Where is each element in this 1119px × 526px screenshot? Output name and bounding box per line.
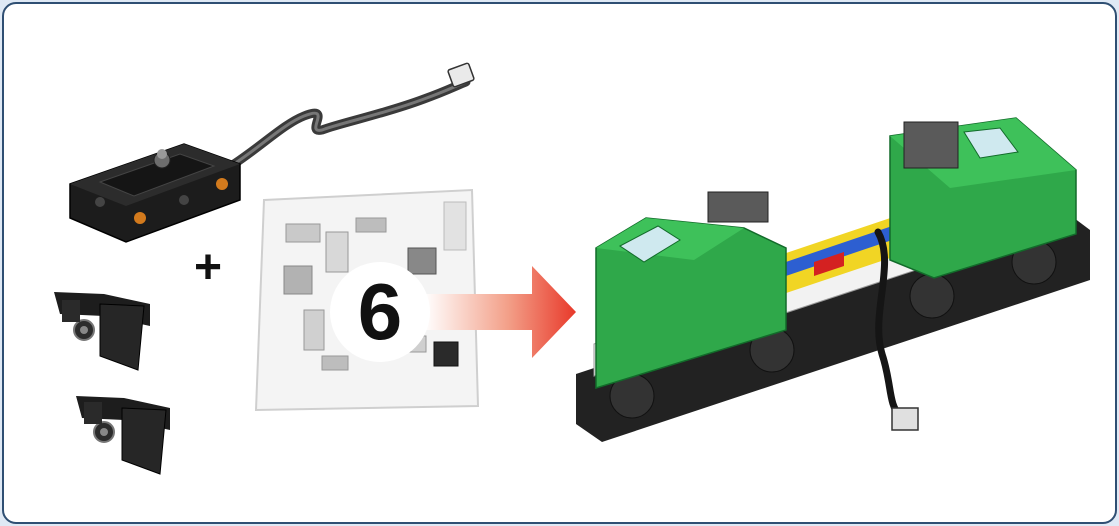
bag-number: 6 xyxy=(330,262,430,362)
bracket-icon xyxy=(76,396,170,474)
bracket-icon xyxy=(54,292,150,370)
plus-sign: + xyxy=(194,244,222,292)
instruction-artwork xyxy=(4,4,1115,522)
green-locomotive-icon xyxy=(576,118,1090,442)
